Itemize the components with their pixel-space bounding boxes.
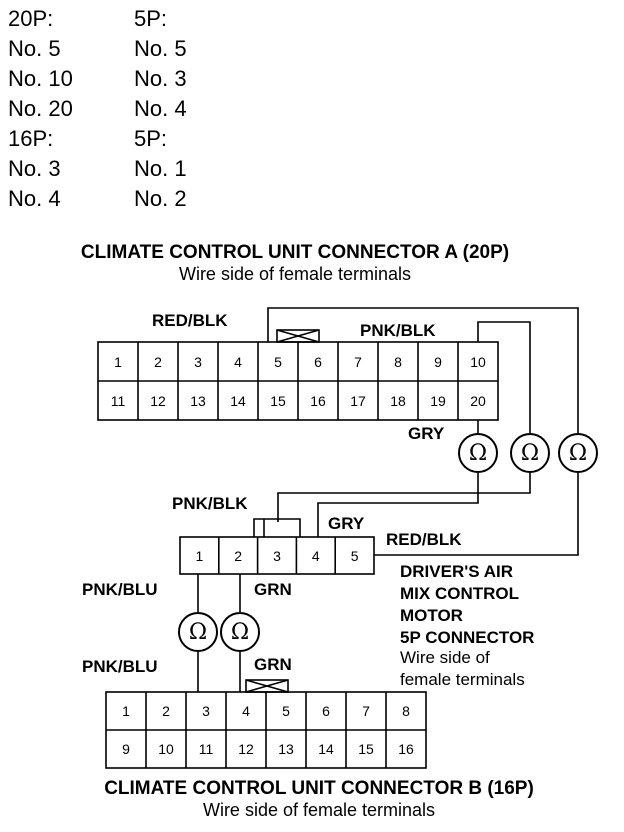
- connector-a-pin: 4: [234, 353, 242, 370]
- connector-b-subtitle: Wire side of female terminals: [202, 800, 436, 820]
- connector-b-pin: 9: [122, 741, 130, 757]
- pin-pair-row: No. 4 No. 2: [8, 184, 328, 214]
- ohmmeter-icon: Ω: [178, 612, 218, 652]
- motor-subtitle-line: female terminals: [400, 670, 525, 689]
- connector-a-pin: 5: [274, 353, 282, 370]
- connector-b-pin: 8: [402, 703, 410, 719]
- label-grn-upper: GRN: [254, 580, 292, 599]
- connector-a-subtitle: Wire side of female terminals: [178, 264, 412, 284]
- connector-b-pin: 11: [198, 741, 214, 757]
- connector-a-pin: 6: [314, 353, 322, 370]
- connector-b-lock: [245, 679, 289, 693]
- wire-pnk-blk: [477, 321, 531, 433]
- connector-a-pin: 7: [354, 353, 362, 370]
- pin-pair-row: 20P: 5P:: [8, 4, 328, 34]
- connector-b-pin: 16: [398, 741, 414, 757]
- pin-pair-right: No. 1: [134, 156, 187, 181]
- label-pnk-blu-upper: PNK/BLU: [82, 580, 158, 599]
- connector-a-pin: 8: [394, 353, 402, 370]
- connector-b-pin: 15: [358, 741, 374, 757]
- connector-a-pin: 19: [430, 392, 446, 409]
- connector-a-pin: 2: [154, 353, 162, 370]
- connector-a-pin: 1: [114, 353, 122, 370]
- connector-a-pin: 3: [194, 353, 202, 370]
- connector-b-pin: 6: [322, 703, 330, 719]
- label-gry-mid: GRY: [328, 514, 365, 533]
- pin-pair-row: No. 10 No. 3: [8, 64, 328, 94]
- motor-connector-pin: 4: [311, 547, 320, 564]
- connector-a-pin: 12: [150, 392, 166, 409]
- label-gry-top: GRY: [408, 424, 445, 443]
- pin-pair-row: No. 5 No. 5: [8, 34, 328, 64]
- label-pnk-blu-lower: PNK/BLU: [82, 657, 158, 676]
- connector-a-pin: 18: [390, 392, 406, 409]
- connector-b-pin: 3: [202, 703, 210, 719]
- motor-connector-pin: 3: [273, 547, 281, 564]
- connector-b-pin: 12: [238, 741, 254, 757]
- pin-pair-list: 20P: 5P: No. 5 No. 5 No. 10 No. 3 No. 20 No. 4 1…: [8, 4, 328, 214]
- motor-subtitle-line: Wire side of: [400, 648, 490, 667]
- pin-pair-right: No. 5: [134, 36, 187, 61]
- connector-b-pin: 1: [122, 703, 130, 719]
- connector-b-pin: 4: [242, 703, 250, 719]
- connector-a-pin: 10: [470, 353, 486, 370]
- motor-connector-subtitle: Wire side of female terminals: [400, 647, 525, 691]
- motor-title-line: 5P CONNECTOR: [400, 628, 535, 647]
- connector-a-pin: 15: [270, 392, 286, 409]
- label-pnk-blk-top: PNK/BLK: [360, 321, 436, 340]
- motor-title-line: MOTOR: [400, 606, 463, 625]
- ohmmeter-icon: Ω: [220, 612, 260, 652]
- motor-connector-title: DRIVER'S AIR MIX CONTROL MOTOR 5P CONNEC…: [400, 561, 534, 649]
- pin-pair-left: No. 20: [8, 96, 73, 121]
- motor-title-line: DRIVER'S AIR: [400, 562, 513, 581]
- pin-pair-row: No. 20 No. 4: [8, 94, 328, 124]
- connector-a-pin: 17: [350, 392, 366, 409]
- connector-b-pin: 10: [158, 741, 174, 757]
- pin-pair-right: No. 3: [134, 66, 187, 91]
- connector-a-pin: 14: [230, 392, 246, 409]
- pin-pair-left: 20P:: [8, 6, 54, 31]
- connector-a-pin: 11: [110, 392, 126, 409]
- ohmmeter-icon: Ω: [510, 433, 550, 473]
- connector-a-pin: 16: [310, 392, 326, 409]
- connector-b-pin: 7: [362, 703, 370, 719]
- label-pnk-blk-mid: PNK/BLK: [172, 494, 248, 513]
- connector-a-title: CLIMATE CONTROL UNIT CONNECTOR A (20P): [80, 242, 510, 263]
- connector-a-pin: 13: [190, 392, 206, 409]
- ohmmeter-icon: Ω: [458, 433, 498, 473]
- label-grn-lower: GRN: [254, 655, 292, 674]
- pin-pair-left: No. 4: [8, 186, 61, 211]
- wire-red-blk: [267, 307, 579, 433]
- connector-b-pin: 5: [282, 703, 290, 719]
- pin-pair-row: 16P: 5P:: [8, 124, 328, 154]
- ohmmeter-icon: Ω: [558, 433, 598, 473]
- connector-b-title: CLIMATE CONTROL UNIT CONNECTOR B (16P): [104, 778, 534, 799]
- pin-pair-right: No. 2: [134, 186, 187, 211]
- motor-connector-pin: 1: [195, 547, 204, 564]
- pin-pair-row: No. 3 No. 1: [8, 154, 328, 184]
- connector-a-pin: 9: [434, 353, 442, 370]
- pin-pair-left: No. 10: [8, 66, 73, 91]
- label-red-blk-mid: RED/BLK: [386, 530, 462, 549]
- connector-a-pin: 20: [470, 392, 486, 409]
- label-red-blk-top: RED/BLK: [152, 311, 228, 330]
- pin-pair-right: 5P:: [134, 126, 168, 151]
- pin-pair-right: No. 4: [134, 96, 187, 121]
- pin-pair-left: No. 3: [8, 156, 61, 181]
- motor-connector-outline: [179, 536, 375, 575]
- connector-b-pin: 13: [278, 741, 294, 757]
- pin-pair-right: 5P:: [134, 6, 168, 31]
- motor-connector-pin: 2: [234, 547, 243, 564]
- motor-connector-pin: 5: [350, 547, 359, 564]
- connector-b-pin: 14: [318, 741, 334, 757]
- pin-pair-left: No. 5: [8, 36, 61, 61]
- pin-pair-left: 16P:: [8, 126, 54, 151]
- connector-b-pin: 2: [162, 703, 170, 719]
- motor-title-line: MIX CONTROL: [400, 584, 519, 603]
